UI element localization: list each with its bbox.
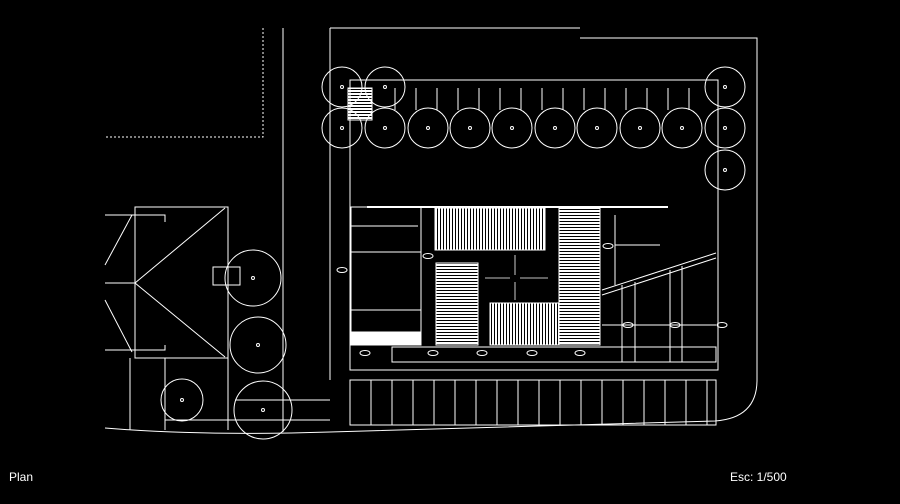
courtyard-outline bbox=[349, 79, 719, 371]
tree-icon bbox=[491, 107, 533, 149]
tree-icon bbox=[576, 107, 618, 149]
section-marker bbox=[422, 253, 434, 259]
bottom-strip bbox=[391, 346, 717, 363]
ramp bbox=[601, 252, 717, 296]
left-wing-fill bbox=[350, 331, 422, 346]
tree-icon bbox=[321, 66, 363, 108]
section-marker bbox=[602, 243, 614, 249]
section-marker bbox=[669, 322, 681, 328]
building-block-c bbox=[435, 262, 479, 346]
section-marker bbox=[359, 350, 371, 356]
tree-icon bbox=[233, 380, 293, 440]
building-block-b bbox=[558, 207, 601, 346]
tree-icon bbox=[619, 107, 661, 149]
neighbor-boundary-dashed bbox=[105, 28, 264, 138]
tree-icon bbox=[160, 378, 204, 422]
tree-icon bbox=[449, 107, 491, 149]
drawing-scale: Esc: 1/500 bbox=[730, 470, 787, 484]
left-wing bbox=[350, 206, 422, 346]
site-boundary bbox=[104, 27, 758, 434]
tree-icon bbox=[704, 66, 746, 108]
building-block-d bbox=[489, 302, 560, 346]
section-marker bbox=[427, 350, 439, 356]
section-marker bbox=[476, 350, 488, 356]
tree-icon bbox=[704, 107, 746, 149]
section-marker bbox=[526, 350, 538, 356]
tree-icon bbox=[661, 107, 703, 149]
section-marker bbox=[336, 267, 348, 273]
tree-icon bbox=[704, 149, 746, 191]
section-marker bbox=[574, 350, 586, 356]
section-marker bbox=[622, 322, 634, 328]
tree-icon bbox=[407, 107, 449, 149]
building-block-a bbox=[434, 207, 546, 251]
tree-icon bbox=[364, 107, 406, 149]
bottom-parking bbox=[349, 379, 717, 426]
neighbor-building bbox=[134, 206, 229, 359]
tree-icon bbox=[224, 249, 282, 307]
tree-icon bbox=[364, 66, 406, 108]
tree-icon bbox=[534, 107, 576, 149]
section-marker bbox=[716, 322, 728, 328]
tree-icon bbox=[321, 107, 363, 149]
drawing-title: Plan bbox=[9, 470, 34, 484]
tree-icon bbox=[229, 316, 287, 374]
